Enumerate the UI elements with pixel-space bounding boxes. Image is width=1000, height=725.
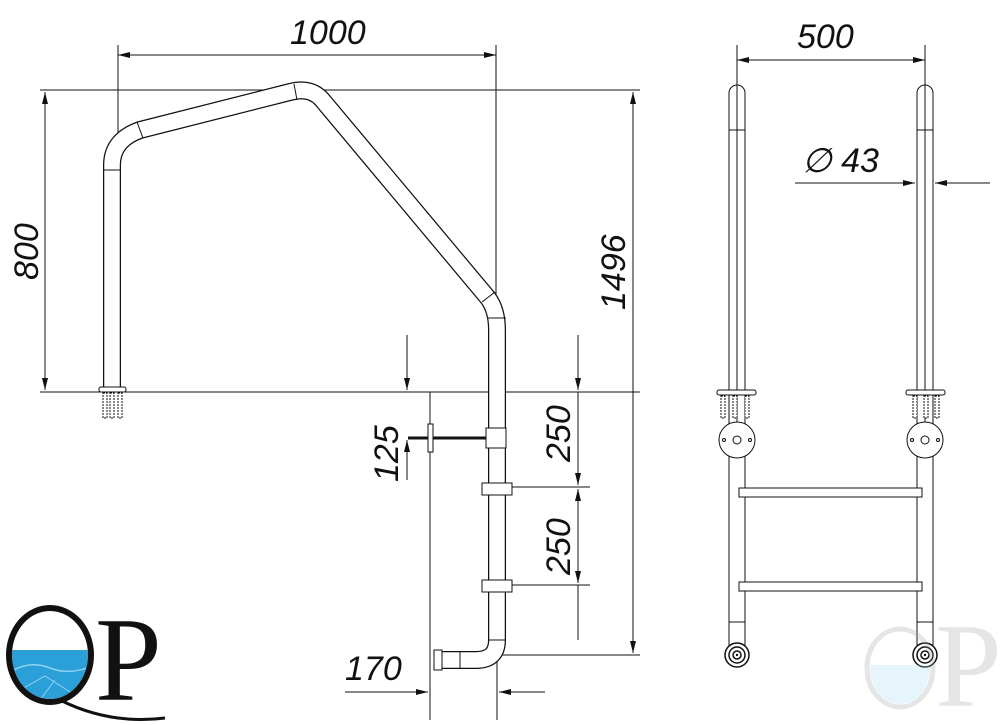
right-flange bbox=[905, 389, 946, 459]
left-bumper bbox=[724, 642, 750, 668]
front-view: 500 ∅ 43 bbox=[716, 18, 990, 668]
wall-anchor-plate bbox=[427, 423, 434, 453]
step-bracket bbox=[481, 579, 513, 593]
side-view: 1000 800 1496 125 250 250 170 bbox=[8, 14, 640, 720]
tube-bend-lines bbox=[104, 83, 506, 669]
logo-p: P bbox=[95, 593, 162, 725]
dim-label-1000: 1000 bbox=[290, 14, 366, 52]
dim-label-diameter: ∅ 43 bbox=[802, 142, 879, 180]
step-upper bbox=[738, 487, 923, 498]
right-bumper bbox=[912, 642, 938, 668]
step-lower bbox=[738, 581, 923, 592]
wall-anchor-bracket bbox=[485, 427, 507, 449]
dim-label-170: 170 bbox=[345, 650, 402, 688]
dim-label-800: 800 bbox=[8, 223, 46, 280]
qp-watermark: P bbox=[864, 599, 1000, 725]
dim-label-250-lower: 250 bbox=[540, 518, 578, 576]
left-rail bbox=[728, 84, 746, 650]
left-flange bbox=[716, 389, 757, 459]
anchor-bolts bbox=[102, 392, 123, 419]
handrail-tube bbox=[103, 81, 506, 669]
logo-q bbox=[6, 605, 94, 705]
right-rail bbox=[916, 84, 934, 650]
dim-label-125: 125 bbox=[368, 425, 406, 482]
dim-label-1496: 1496 bbox=[595, 234, 633, 310]
svg-text:P: P bbox=[935, 599, 1000, 725]
dim-label-500: 500 bbox=[797, 18, 854, 56]
deck-flange bbox=[98, 386, 127, 393]
wall-foot bbox=[433, 649, 443, 671]
step-bracket bbox=[481, 482, 513, 496]
dim-label-250-upper: 250 bbox=[540, 405, 578, 463]
qp-logo: P bbox=[6, 593, 166, 725]
